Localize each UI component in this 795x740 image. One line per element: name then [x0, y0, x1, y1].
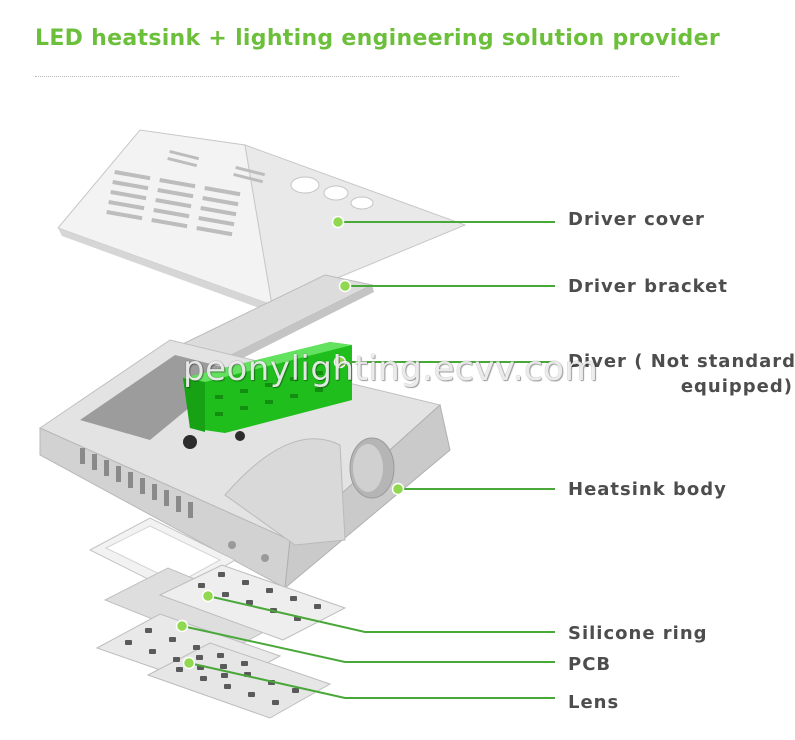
leader-dots	[175, 215, 405, 670]
leader-lines	[181, 221, 555, 699]
heatsink-body-part	[38, 339, 451, 590]
leader-line-pcb	[181, 625, 555, 663]
driver-cover-part	[57, 129, 467, 312]
title-divider	[35, 76, 679, 77]
leader-line-silicone-ring	[207, 595, 555, 633]
label-driver-bracket: Driver bracket	[568, 276, 728, 297]
driver-module-part	[183, 342, 352, 433]
label-silicone-ring: Silicone ring	[568, 623, 708, 644]
gasket-part	[88, 517, 237, 595]
label-heatsink-body: Heatsink body	[568, 479, 727, 500]
label-driver-line2: equipped)	[680, 376, 793, 397]
label-pcb: PCB	[568, 654, 612, 675]
watermark-text: peonylighting.ecvv.com	[183, 349, 599, 389]
leader-line-lens	[188, 662, 555, 699]
label-driver-cover: Driver cover	[568, 209, 705, 230]
label-lens: Lens	[568, 692, 620, 713]
page-title: LED heatsink + lighting engineering solu…	[35, 26, 720, 51]
label-driver-line1: Diver ( Not standard	[568, 351, 795, 372]
